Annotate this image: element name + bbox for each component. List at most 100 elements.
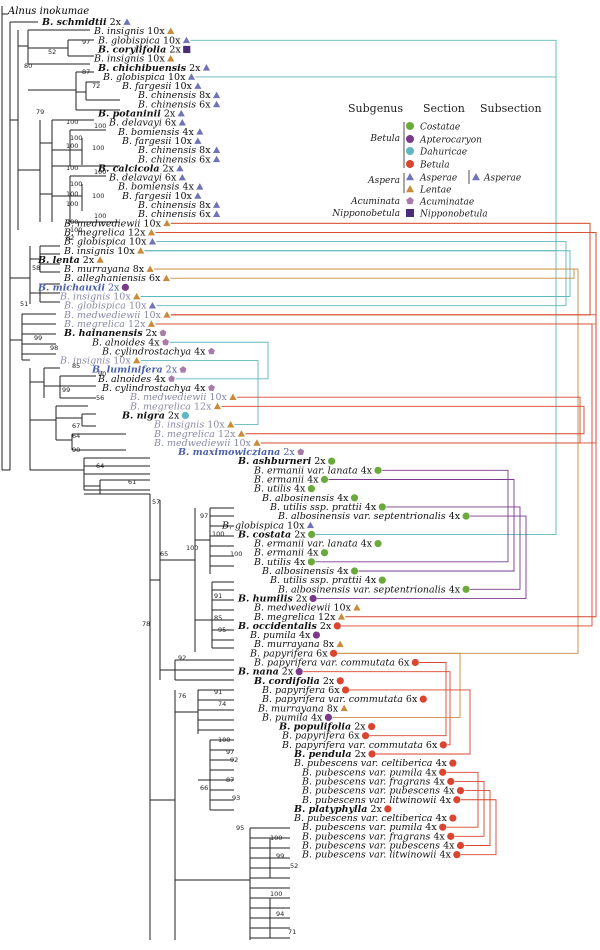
reticulation-link	[155, 323, 593, 627]
ploidy-label: 2x	[320, 676, 335, 687]
taxon-name: B. medwediewii	[153, 438, 230, 449]
taxon-b-luminifera: B. luminifera 2x	[91, 365, 178, 376]
taxon-b-medwediewii: B. medwediewii 10x	[63, 218, 162, 229]
support-value: 92	[178, 654, 186, 662]
taxon-b-megrelica: B. megrelica 12x	[129, 401, 212, 412]
marker-acuminatae	[179, 366, 187, 373]
ploidy-label: 8x	[324, 703, 339, 714]
marker-betula	[447, 777, 455, 786]
taxon-b-maximowicziana: B. maximowicziana 2x	[177, 447, 295, 458]
taxon-b-fargesii: B. fargesii 10x	[121, 136, 193, 147]
taxon-name: B. delavayi	[108, 173, 162, 184]
taxon-name: B. cylindrostachya	[101, 383, 191, 394]
support-value: 57	[152, 498, 160, 506]
ploidy-label: 2x	[291, 529, 306, 540]
taxon-name: B. utilis ssp. prattii	[269, 575, 362, 586]
ploidy-label: 2x	[351, 722, 366, 733]
legend-marker-costatae	[406, 122, 414, 130]
taxon-b-chichibuensis: B. chichibuensis 2x	[97, 63, 201, 74]
ploidy-label: 10x	[171, 191, 192, 202]
ploidy-label: 6x	[196, 99, 211, 110]
support-value: 100	[218, 736, 230, 744]
taxon-name: B. ermanii var. lanata	[253, 465, 358, 476]
taxon-b-globispica: B. globispica 10x	[102, 72, 186, 83]
marker-apterocaryon	[121, 283, 129, 291]
marker-costatae	[308, 530, 316, 539]
taxon-name: B. medwediewii	[63, 310, 140, 321]
marker-costatae	[374, 466, 382, 474]
taxon-b-ermanii-var-lanata: B. ermanii var. lanata 4x	[253, 465, 373, 476]
marker-lentae	[137, 247, 145, 254]
marker-betula	[361, 732, 370, 740]
reticulation-link	[386, 506, 521, 590]
taxon-name: B. globispica	[221, 520, 284, 531]
taxon-name: B. medwediewii	[253, 603, 330, 614]
taxon-name: B. ermanii	[253, 548, 304, 559]
taxon-b-albosinensis-var-septentrionalis: B. albosinensis var. septentrionalis 4x	[277, 511, 461, 522]
marker-asperae	[196, 183, 204, 190]
reticulation-link	[460, 799, 497, 856]
taxon-name: B. bomiensis	[117, 182, 180, 193]
taxon-name: B. chinensis	[137, 154, 196, 165]
ploidy-label: 12x	[315, 612, 336, 623]
marker-lentae	[167, 55, 175, 62]
support-value: 90	[72, 446, 80, 454]
reticulation-link	[303, 671, 451, 746]
ploidy-label: 10x	[165, 72, 186, 83]
taxon-b-delavayi: B. delavayi 6x	[108, 118, 177, 129]
legend: Subgenus Section Subsection CostataeBetu…	[331, 102, 541, 220]
support-value: 97	[226, 748, 234, 756]
legend-section-dahuricae: Dahuricae	[419, 148, 467, 158]
ploidy-label: 6x	[395, 658, 410, 669]
taxon-b-pumila: B. pumila 4x	[249, 630, 311, 641]
legend-section-acuminatae: Acuminatae	[419, 198, 474, 208]
ploidy-label: 6x	[403, 694, 418, 705]
marker-costatae	[374, 539, 382, 548]
taxon-b-papyrifera-var-commutata: B. papyrifera var. commutata 6x	[281, 740, 438, 751]
support-value: 100	[92, 192, 104, 200]
support-value: 100	[66, 118, 78, 126]
taxon-name: B. chichibuensis	[97, 63, 187, 74]
marker-lentae	[133, 292, 141, 300]
taxon-name: B. chinensis	[137, 145, 196, 156]
taxon-b-globispica: B. globispica 10x	[63, 301, 147, 312]
taxon-name: B. ashburneri	[237, 456, 312, 467]
taxon-b-albosinensis: B. albosinensis 4x	[261, 493, 349, 504]
legend-marker-lentae	[406, 185, 414, 193]
marker-lentae	[340, 704, 348, 712]
taxon-name: B. schmidtii	[41, 17, 107, 28]
marker-asperae	[148, 302, 157, 309]
support-value: 100	[212, 530, 224, 538]
support-value: 98	[50, 344, 58, 352]
marker-asperae	[212, 210, 221, 218]
taxon-name: B. nigra	[121, 410, 165, 421]
taxon-name: B. megrelica	[63, 227, 125, 238]
support-value: 93	[232, 794, 240, 802]
taxon-name: B. pubescens var. fragrans	[301, 831, 430, 842]
taxon-b-delavayi: B. delavayi 6x	[108, 173, 177, 184]
ploidy-label: 2x	[352, 749, 367, 760]
marker-betula	[368, 722, 376, 731]
ploidy-label: 10x	[126, 301, 147, 312]
marker-lentae	[147, 228, 156, 236]
reticulation-link	[140, 360, 259, 426]
marker-betula	[419, 695, 427, 703]
ploidy-label: 8x	[320, 639, 335, 650]
ploidy-label: 2x	[143, 328, 158, 339]
legend-section-betula: Betula	[419, 161, 450, 171]
taxon-name: B. occidentalis	[237, 621, 318, 632]
marker-betula	[449, 759, 457, 767]
support-value: 91	[214, 688, 222, 696]
taxon-name: B. albosinensis	[261, 493, 334, 504]
taxon-b-potaninii: B. potaninii 2x	[97, 109, 176, 120]
support-value: 58	[32, 264, 40, 272]
taxon-b-pubescens-var-pubescens: B. pubescens var. pubescens 4x	[301, 786, 455, 797]
ploidy-label: 4x	[304, 475, 319, 486]
taxon-name: B. papyrifera var. commutata	[281, 740, 423, 751]
taxon-b-cylindrostachya: B. cylindrostachya 4x	[101, 383, 206, 394]
marker-lentae	[133, 356, 141, 364]
marker-asperae	[178, 119, 186, 126]
taxon-b-papyrifera: B. papyrifera 6x	[261, 685, 340, 696]
taxon-name: B. ermanii	[253, 475, 304, 486]
